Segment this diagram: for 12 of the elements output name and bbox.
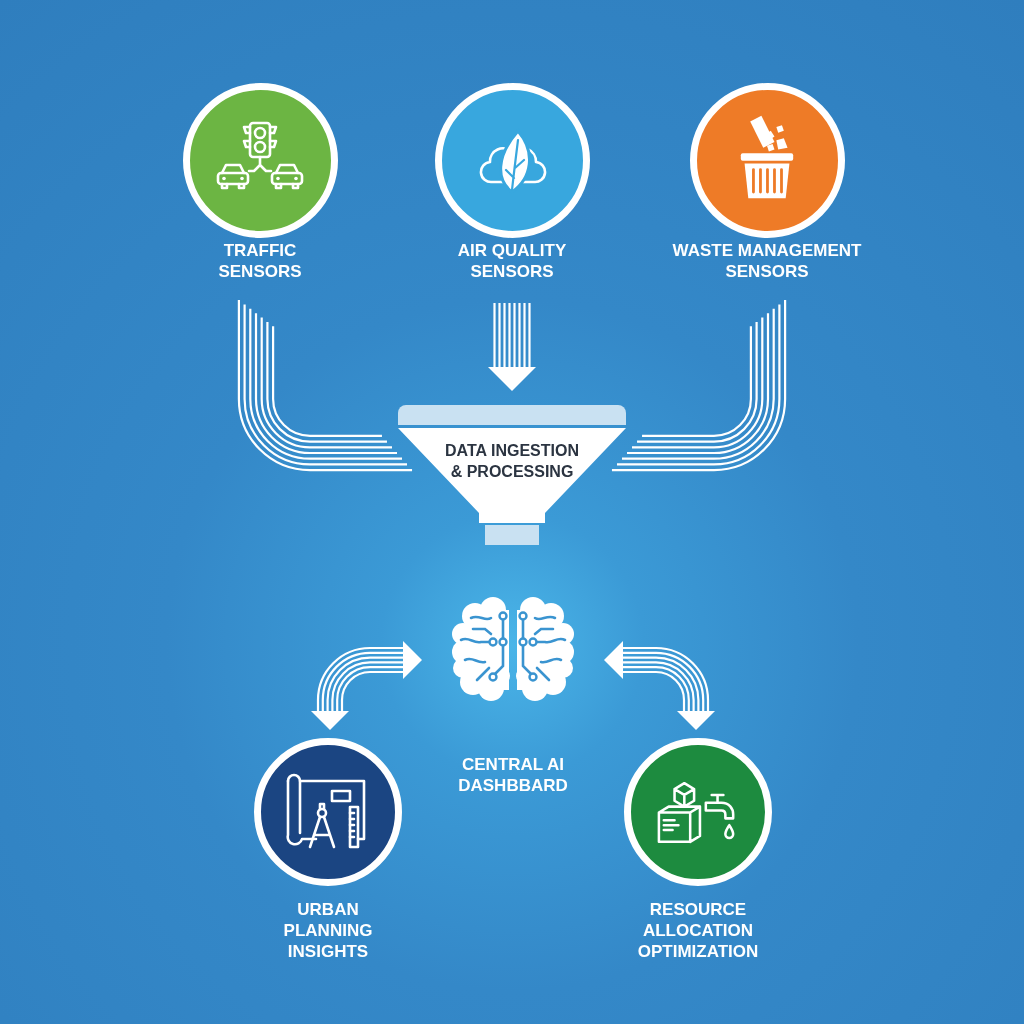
node-label: TRAFFIC SENSORS xyxy=(217,240,303,282)
double-headed-striped-arrow xyxy=(311,641,422,730)
node-label: CENTRAL AI DASHBBARD xyxy=(457,754,569,796)
node-label: URBAN PLANNING INSIGHTS xyxy=(282,899,374,962)
node-label: RESOURCE ALLOCATION OPTIMIZATION xyxy=(636,899,760,962)
node-label: DATA INGESTION & PROCESSING xyxy=(444,441,580,482)
striped-flow-lines xyxy=(237,300,413,472)
striped-flow-lines xyxy=(611,300,787,472)
node-label: AIR QUALITY SENSORS xyxy=(456,240,568,282)
striped-arrow xyxy=(488,303,536,391)
node-label: WASTE MANAGEMENT SENSORS xyxy=(671,240,863,282)
double-headed-striped-arrow xyxy=(604,641,715,730)
